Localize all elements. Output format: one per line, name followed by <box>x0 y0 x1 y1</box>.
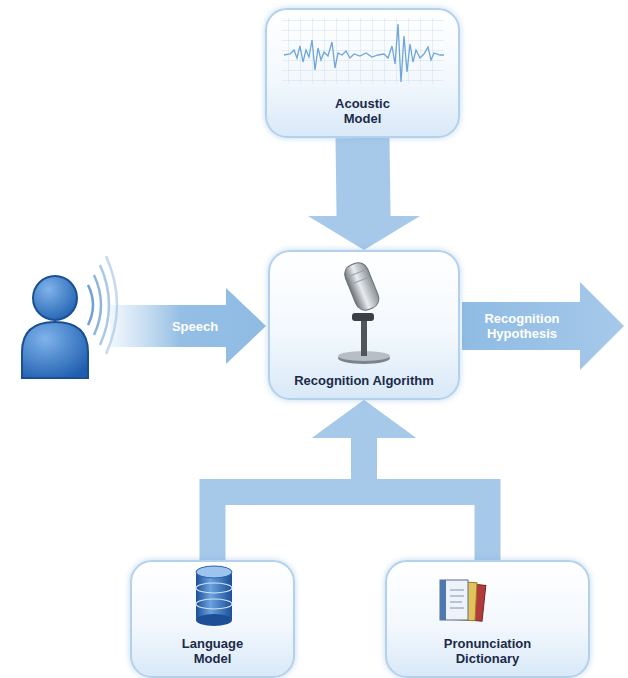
book-icon <box>440 580 486 621</box>
model-box: Language Model <box>130 560 295 678</box>
database-icon <box>196 566 232 626</box>
speech-arrow <box>110 288 266 364</box>
arrow-label: Recognition Hypothesis <box>466 311 578 341</box>
waveform-graph <box>282 18 444 84</box>
model-box: Acoustic Model <box>265 8 460 138</box>
speaker-figure <box>22 256 117 378</box>
box-label: Pronunciation Dictionary <box>433 636 543 666</box>
model-box: Recognition Algorithm <box>268 250 460 400</box>
box-label: Acoustic Model <box>318 96 408 126</box>
flow-arrow <box>308 138 420 250</box>
model-box: Pronunciation Dictionary <box>385 560 590 678</box>
flow-arrow <box>312 400 488 560</box>
box-label: Recognition Algorithm <box>294 373 434 388</box>
box-label: Language Model <box>173 636 253 666</box>
microphone-icon <box>338 260 390 364</box>
arrow-label: Speech <box>150 319 240 334</box>
output-arrow <box>462 282 624 370</box>
